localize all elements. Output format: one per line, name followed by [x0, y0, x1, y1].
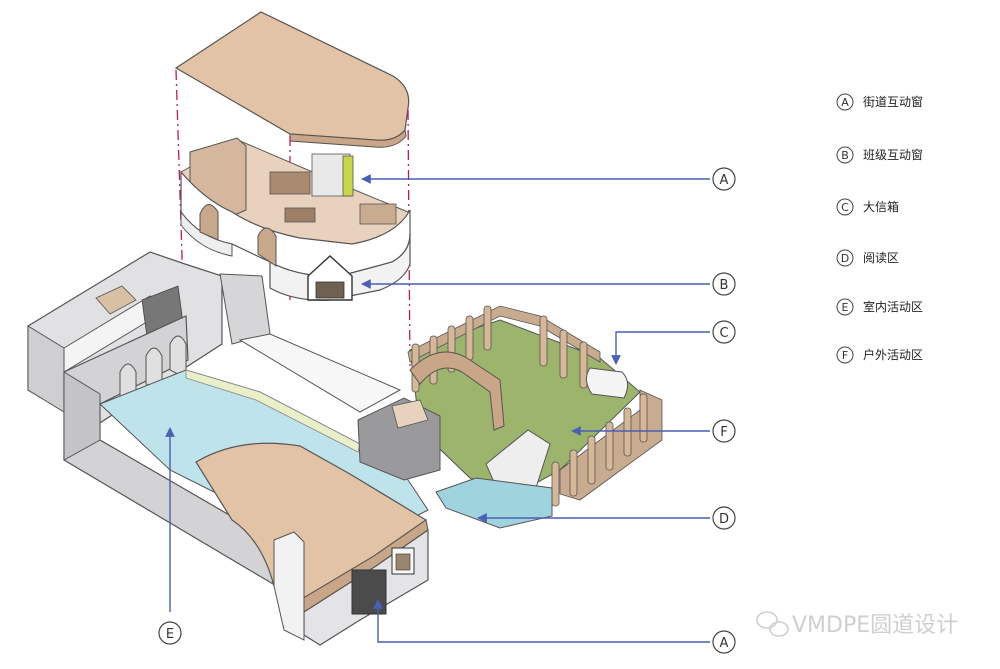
svg-text:A: A: [841, 96, 849, 109]
svg-text:阅读区: 阅读区: [863, 251, 899, 265]
callout-d: D: [712, 506, 736, 530]
floating-roof: [174, 11, 410, 148]
legend-item: A 街道互动窗: [836, 93, 923, 111]
callout-c: C: [712, 320, 736, 344]
svg-text:B: B: [720, 278, 729, 293]
svg-text:户外活动区: 户外活动区: [863, 347, 923, 362]
watermark: VMDPE圆道设计: [756, 611, 958, 638]
svg-text:街道互动窗: 街道互动窗: [863, 95, 923, 109]
svg-text:B: B: [841, 149, 849, 162]
svg-text:F: F: [720, 425, 727, 440]
callout-a-top: A: [712, 167, 736, 191]
svg-text:F: F: [842, 349, 848, 362]
leader-lines: [165, 174, 710, 643]
svg-text:VMDPE圆道设计: VMDPE圆道设计: [792, 613, 958, 638]
legend-item: E 室内活动区: [836, 298, 923, 316]
svg-text:C: C: [719, 326, 728, 341]
callout-f: F: [712, 419, 736, 443]
svg-text:A: A: [720, 636, 729, 651]
legend-item: B 班级互动窗: [836, 146, 923, 164]
svg-text:班级互动窗: 班级互动窗: [863, 148, 923, 162]
svg-text:室内活动区: 室内活动区: [863, 299, 923, 314]
lower-floor-building: [27, 251, 429, 646]
svg-text:E: E: [166, 627, 174, 642]
callout-b: B: [712, 272, 736, 296]
legend-item: D 阅读区: [836, 249, 899, 267]
svg-text:大信箱: 大信箱: [863, 199, 899, 214]
svg-text:D: D: [841, 252, 849, 265]
legend: A 街道互动窗 B 班级互动窗 C 大信箱 D 阅读区 E 室内活动区 F 户外…: [836, 93, 923, 364]
callout-e: E: [158, 621, 182, 645]
wechat-icon: [756, 611, 789, 637]
legend-item: F 户外活动区: [836, 346, 923, 364]
svg-text:A: A: [720, 173, 729, 188]
outdoor-yard: [357, 305, 663, 529]
callout-a-bottom: A: [712, 630, 736, 654]
svg-text:D: D: [719, 512, 729, 527]
svg-text:C: C: [841, 201, 849, 214]
svg-text:E: E: [842, 301, 849, 314]
legend-item: C 大信箱: [836, 198, 899, 216]
